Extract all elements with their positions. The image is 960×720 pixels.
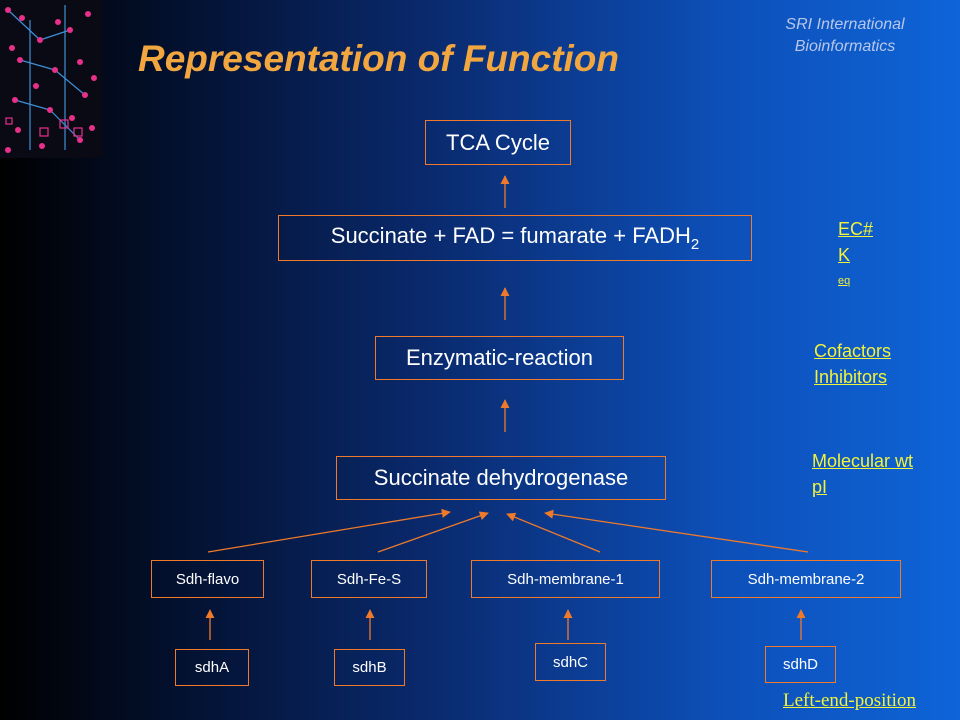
attr-ec-number[interactable]: EC# [838, 219, 874, 239]
reaction-subscript: 2 [690, 236, 700, 253]
arrow-membrane2-to-enzyme [544, 509, 809, 553]
node-tca-label: TCA Cycle [446, 129, 550, 155]
node-enzymatic-label: Enzymatic-reaction [405, 345, 594, 370]
enzymatic-attributes-link[interactable]: Cofactors Inhibitors [814, 338, 891, 390]
subunit-label: Sdh-membrane-1 [507, 570, 624, 588]
gene-label: sdhD [782, 656, 819, 673]
arrow-flavo-to-enzyme [207, 508, 451, 553]
node-gene-sdhB: sdhB [334, 649, 405, 686]
attr-cofactors[interactable]: Cofactors [814, 341, 892, 361]
page-title: Representation of Function [138, 38, 619, 79]
node-subunit-membrane-2: Sdh-membrane-2 [711, 560, 901, 598]
org-line2: Bioinformatics [794, 38, 896, 55]
gene-label: sdhC [552, 653, 589, 671]
node-enzymatic-reaction: Enzymatic-reaction [375, 336, 624, 380]
node-gene-sdhC: sdhC [535, 643, 606, 681]
node-enzyme: Succinate dehydrogenase [336, 456, 666, 500]
pathway-logo [0, 0, 102, 158]
node-tca-cycle: TCA Cycle [425, 120, 571, 165]
arrow-membrane1-to-enzyme [506, 512, 601, 553]
arrow-fes-to-enzyme [377, 511, 489, 553]
node-reaction: Succinate + FAD = fumarate + FADH2 [278, 215, 752, 261]
attr-molecular-wt[interactable]: Molecular wt [812, 451, 914, 471]
reaction-equation: Succinate + FAD = fumarate + FADH [330, 223, 691, 248]
node-subunit-fes: Sdh-Fe-S [311, 560, 427, 598]
node-gene-sdhA: sdhA [175, 649, 249, 686]
subunit-label: Sdh-membrane-2 [747, 570, 865, 588]
attr-inhibitors[interactable]: Inhibitors [814, 367, 888, 387]
node-reaction-label: Succinate + FAD = fumarate + FADH2 [331, 223, 699, 253]
enzyme-attributes-link[interactable]: Molecular wt pI [812, 448, 913, 500]
org-label: SRI International Bioinformatics [760, 14, 930, 58]
node-subunit-flavo: Sdh-flavo [151, 560, 264, 598]
attr-pi[interactable]: pI [812, 477, 828, 497]
attr-keq-subscript[interactable]: eq [838, 275, 851, 287]
node-subunit-membrane-1: Sdh-membrane-1 [471, 560, 660, 598]
subunit-label: Sdh-Fe-S [336, 570, 402, 588]
node-enzyme-label: Succinate dehydrogenase [373, 465, 629, 490]
org-line1: SRI International [785, 16, 905, 33]
left-end-position-link[interactable]: Left-end-position [783, 690, 916, 711]
attr-keq-main[interactable]: K [838, 245, 851, 265]
node-gene-sdhD: sdhD [765, 646, 836, 683]
gene-label: sdhB [352, 659, 387, 676]
subunit-label: Sdh-flavo [175, 570, 240, 588]
gene-label: sdhA [194, 659, 230, 676]
